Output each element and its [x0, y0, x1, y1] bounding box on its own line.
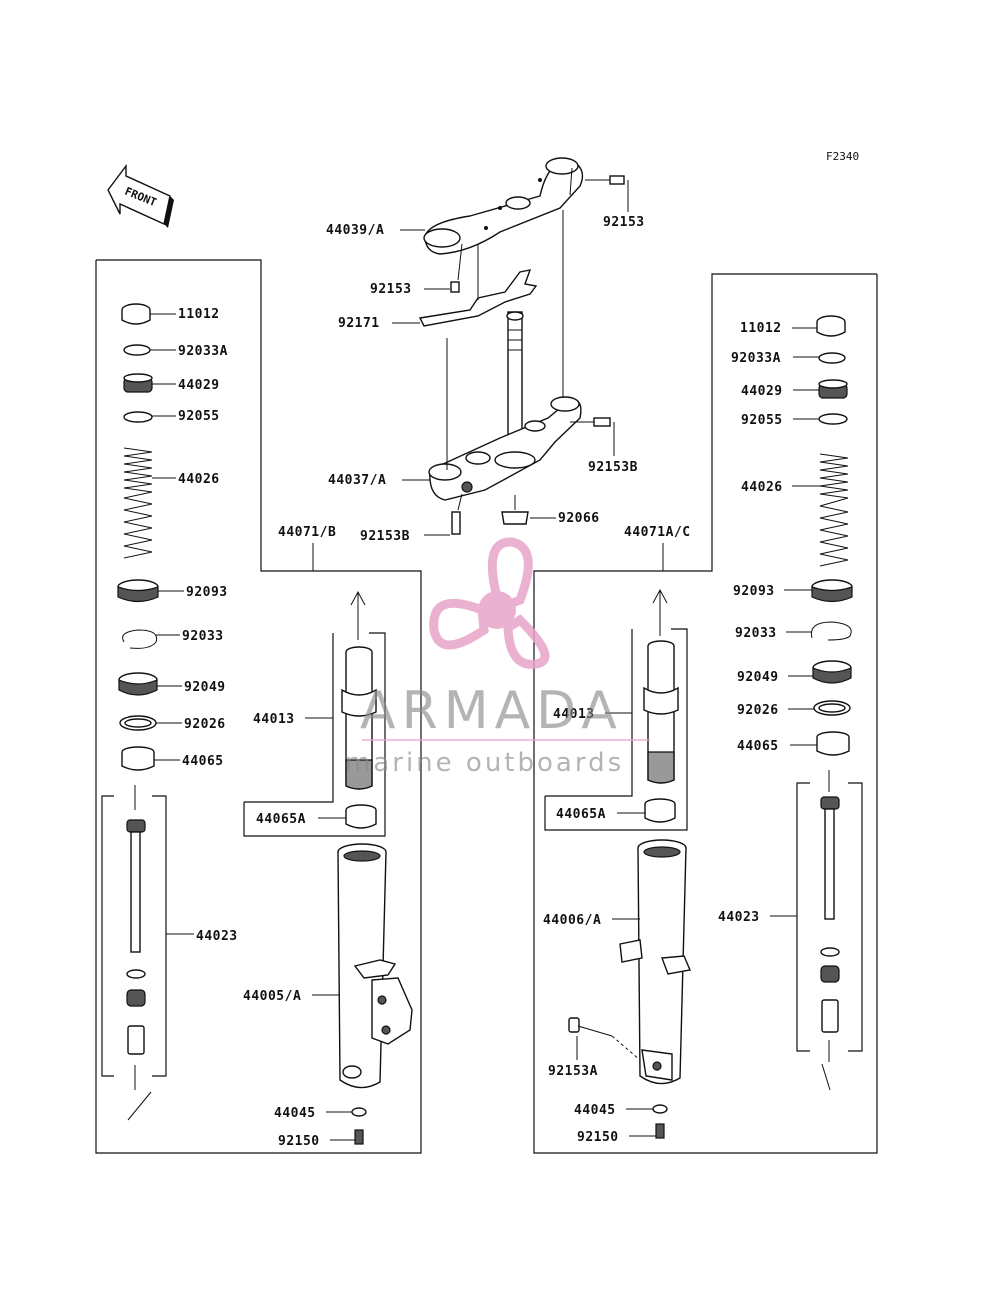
label-right-guide: 44065	[737, 739, 779, 754]
label-left-drain-bolt: 92150	[278, 1134, 320, 1149]
watermark: ARMADA marine outboards	[345, 537, 650, 778]
left-gasket: 44045	[274, 1106, 367, 1121]
label-left-adjuster: 44029	[178, 378, 220, 393]
right-washer: 92026	[737, 700, 851, 718]
lower-bracket	[428, 311, 582, 501]
right-inner-tube	[643, 588, 679, 784]
label-left-guide: 44065	[182, 754, 224, 769]
watermark-tagline: marine outboards	[345, 748, 624, 778]
left-guide-a	[345, 804, 377, 829]
right-cylinder	[820, 796, 840, 1033]
left-guide: 44065	[121, 746, 224, 771]
label-upper-bracket-bolt-left: 92153	[370, 282, 412, 297]
label-left-oring2: 92055	[178, 409, 220, 424]
label-right-adjuster: 44029	[741, 384, 783, 399]
label-left-washer: 92026	[184, 717, 226, 732]
left-washer: 92026	[119, 715, 226, 732]
left-spring: 44026	[123, 447, 220, 559]
label-right-inner-tube: 44013	[553, 707, 595, 722]
right-outer-tube	[619, 839, 691, 1085]
label-right-washer: 92026	[737, 703, 779, 718]
label-upper-bracket: 44039/A	[326, 223, 384, 238]
label-right-fork: 44071A/C	[624, 525, 691, 540]
left-fork-frame	[95, 259, 422, 1154]
label-left-fork: 44071/B	[278, 525, 336, 540]
stem-nut: 92066	[501, 495, 600, 526]
clamp: 92171	[338, 244, 538, 331]
label-right-axle-bolt: 92153A	[548, 1064, 598, 1079]
right-circlip: 92033	[735, 621, 852, 641]
label-right-outer-tube: 44006/A	[543, 913, 601, 928]
right-seal-cap: 92093	[733, 579, 853, 603]
left-oring: 92033A	[123, 344, 228, 359]
label-right-spring: 44026	[741, 480, 783, 495]
left-seal-cap: 92093	[117, 579, 228, 603]
right-axle-bolt: 92153A	[548, 1017, 641, 1079]
label-right-circlip: 92033	[735, 626, 777, 641]
label-right-oil-seal: 92049	[737, 670, 779, 685]
left-cylinder	[126, 819, 146, 1055]
label-right-guide-a: 44065A	[556, 807, 606, 822]
upper-bracket-bolt-left: 92153	[370, 243, 463, 297]
left-cap: 11012	[121, 303, 220, 325]
left-adjuster: 44029	[123, 373, 220, 393]
left-inner-tube	[341, 590, 377, 790]
label-left-oring: 92033A	[178, 344, 228, 359]
label-clamp: 92171	[338, 316, 380, 331]
label-left-seal-cap: 92093	[186, 585, 228, 600]
upper-bracket	[423, 157, 584, 255]
label-upper-bracket-bolt: 92153	[603, 215, 645, 230]
label-right-oring2: 92055	[741, 413, 783, 428]
label-right-cylinder: 44023	[718, 910, 760, 925]
right-oring2: 92055	[741, 413, 848, 428]
upper-bracket-bolt-right: 92153	[585, 175, 645, 230]
label-stem-nut: 92066	[558, 511, 600, 526]
label-left-oil-seal: 92049	[184, 680, 226, 695]
label-right-cap: 11012	[740, 321, 782, 336]
right-oil-seal: 92049	[737, 660, 852, 685]
right-spring: 44026	[741, 453, 849, 567]
right-guide: 44065	[737, 731, 850, 756]
left-circlip: 92033	[122, 629, 224, 649]
right-drain-bolt: 92150	[577, 1123, 665, 1145]
front-arrow-icon: FRONT	[107, 163, 174, 228]
label-right-oring: 92033A	[731, 351, 781, 366]
right-oring: 92033A	[731, 351, 846, 366]
right-fork-frame	[533, 273, 878, 1154]
right-guide-a	[644, 798, 676, 823]
label-right-drain-bolt: 92150	[577, 1130, 619, 1145]
lower-bracket-bolt-left: 92153B	[360, 493, 463, 544]
label-right-gasket: 44045	[574, 1103, 616, 1118]
right-cap: 11012	[740, 315, 846, 337]
label-lower-bracket-bolt-left: 92153B	[360, 529, 410, 544]
label-left-gasket: 44045	[274, 1106, 316, 1121]
label-left-cap: 11012	[178, 307, 220, 322]
left-oil-seal: 92049	[118, 672, 226, 696]
watermark-brand: ARMADA	[360, 681, 623, 741]
left-oring2: 92055	[123, 409, 220, 424]
label-left-inner-tube: 44013	[253, 712, 295, 727]
figure-code: F2340	[826, 150, 859, 163]
label-lower-bracket: 44037/A	[328, 473, 386, 488]
right-adjuster: 44029	[741, 379, 848, 399]
left-outer-tube	[337, 843, 413, 1089]
label-left-circlip: 92033	[182, 629, 224, 644]
label-left-spring: 44026	[178, 472, 220, 487]
label-lower-bracket-bolt-right: 92153B	[588, 460, 638, 475]
lower-bracket-bolt-right: 92153B	[570, 417, 638, 475]
label-right-seal-cap: 92093	[733, 584, 775, 599]
label-left-guide-a: 44065A	[256, 812, 306, 827]
left-drain-bolt: 92150	[278, 1129, 364, 1149]
label-left-cylinder: 44023	[196, 929, 238, 944]
right-gasket: 44045	[574, 1103, 668, 1118]
propeller-logo-icon	[429, 537, 550, 669]
label-left-outer-tube: 44005/A	[243, 989, 301, 1004]
